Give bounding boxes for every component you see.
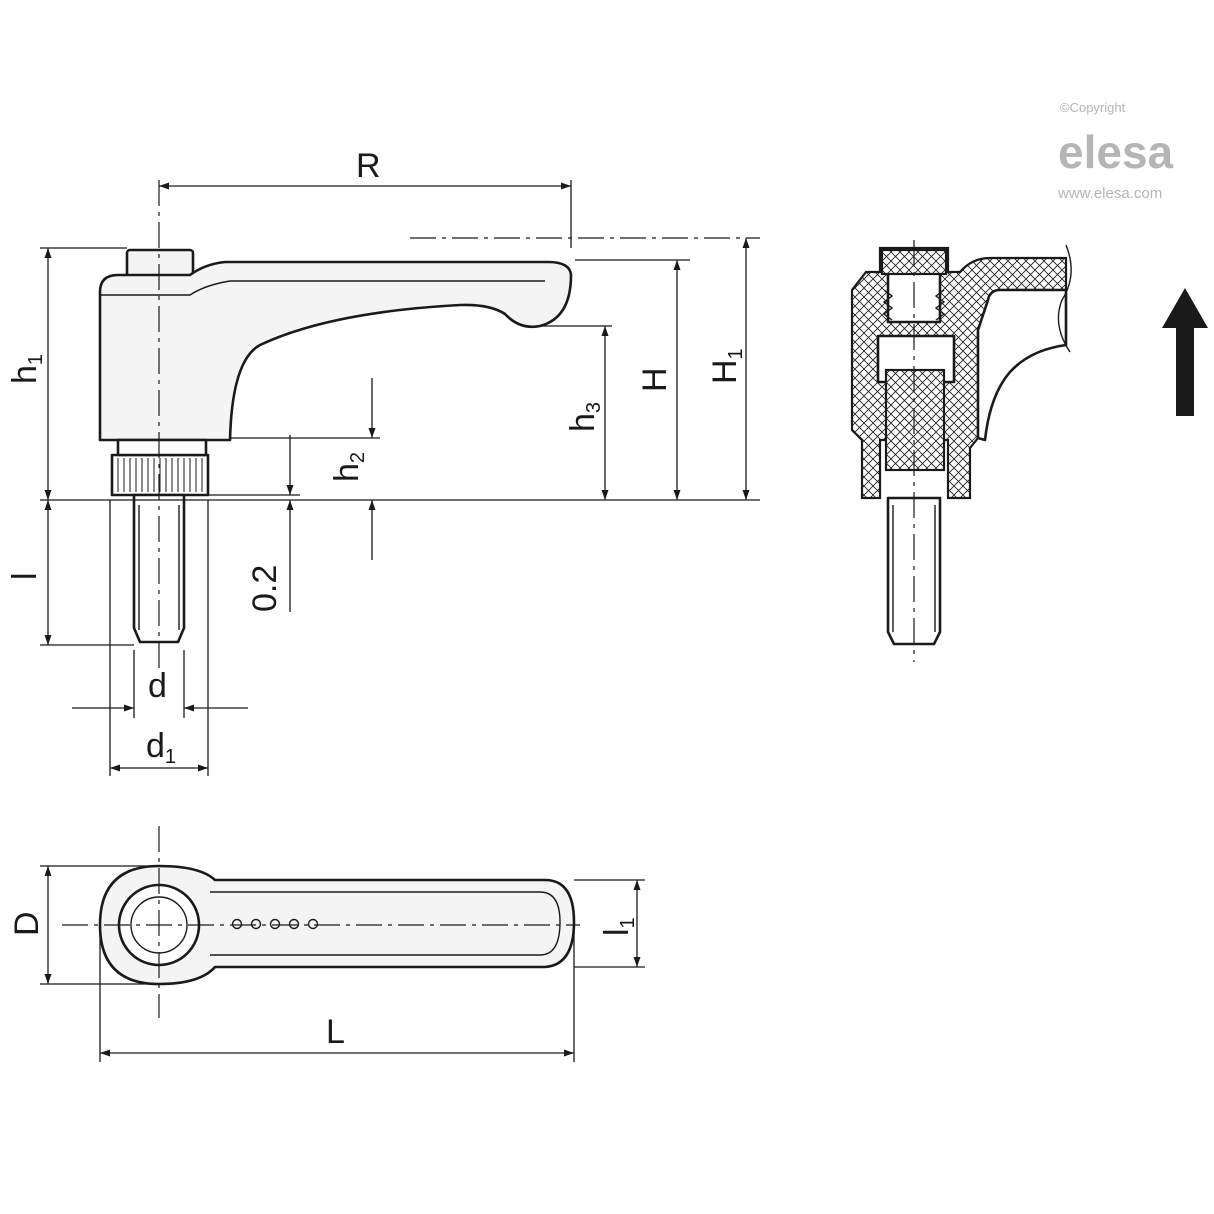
knurl-lines <box>117 458 203 492</box>
dim-d-label: d <box>148 667 167 705</box>
indicator-dots <box>231 918 319 930</box>
website-url: www.elesa.com <box>1057 185 1162 202</box>
lever-top-inner-edge <box>210 891 561 956</box>
side-view <box>98 180 760 670</box>
lever-body <box>98 260 573 442</box>
top-view <box>62 826 580 1018</box>
dim-R-label: R <box>356 147 381 185</box>
dim-H1-label: H1 <box>706 348 747 384</box>
section-lever-interior <box>976 288 1068 442</box>
section-view <box>850 240 1072 662</box>
top-dimensions: D l1 L <box>8 865 645 1062</box>
dim-h1-label: h1 <box>6 354 47 384</box>
dim-H-label: H <box>636 367 674 392</box>
copyright-notice: ©Copyright <box>1060 100 1126 115</box>
side-dimensions: R h1 l h2 0.2 h3 H H1 <box>6 147 760 776</box>
section-break-line <box>1057 244 1072 353</box>
dim-gap-label: 0.2 <box>246 565 284 612</box>
lever-edge <box>100 280 545 296</box>
dim-d1-label: d1 <box>146 727 176 768</box>
section-knurled-insert <box>884 368 946 472</box>
dim-L-label: L <box>326 1013 345 1051</box>
collar-neck <box>116 438 208 457</box>
dim-h2-label: h2 <box>328 452 369 482</box>
dim-l1-label: l1 <box>598 917 639 936</box>
up-arrow-icon <box>1162 288 1208 416</box>
section-springs <box>882 289 946 321</box>
dim-l-label: l <box>6 572 44 580</box>
dim-h3-label: h3 <box>564 402 605 432</box>
copyright-block: ©Copyright elesa www.elesa.com <box>1057 100 1174 202</box>
section-stud <box>886 496 942 646</box>
brand-logo: elesa <box>1058 126 1174 178</box>
dim-D-label: D <box>8 911 46 936</box>
